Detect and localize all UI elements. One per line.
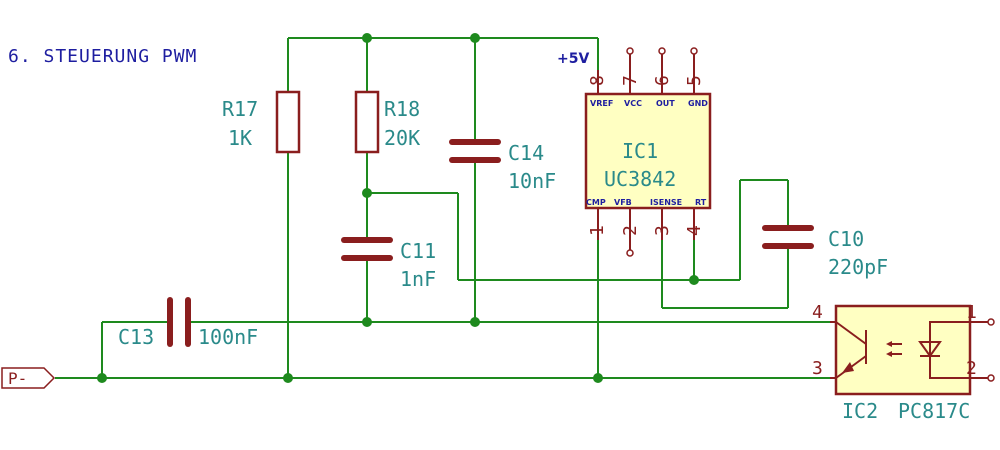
- ic2-ref: IC2: [842, 399, 878, 423]
- c14-value: 10nF: [508, 169, 556, 193]
- ic1-value: UC3842: [604, 167, 676, 191]
- ic1-pin-gnd: GND: [688, 99, 708, 108]
- ic1-pin-2-num: 2: [620, 225, 641, 236]
- port-p-minus: P-: [1, 367, 56, 389]
- ic1-pin-4-num: 4: [684, 225, 705, 236]
- r18-ref: R18: [384, 97, 420, 121]
- ic1-pin-8-num: 8: [587, 75, 608, 86]
- ic1-pin-isense: ISENSE: [650, 198, 682, 207]
- ic1-pin-vfb: VFB: [614, 198, 632, 207]
- r17-ref: R17: [222, 97, 258, 121]
- c11-value: 1nF: [400, 267, 436, 291]
- ic1-pin-vref: VREF: [590, 99, 613, 108]
- ic2-pc817c: 4 3 1 2 IC2 PC817C: [812, 302, 995, 423]
- led-symbol: [918, 321, 970, 379]
- ic1-pin-vcc: VCC: [624, 99, 642, 108]
- capacitor-c10: C10 220pF: [762, 225, 888, 279]
- capacitor-c14: C14 10nF: [449, 139, 556, 193]
- ic2-pin-4-num: 4: [812, 302, 823, 323]
- resistor-r18: R18 20K: [354, 90, 420, 154]
- c13-value: 100nF: [198, 325, 258, 349]
- wires: [55, 37, 830, 379]
- resistor-r17: R17 1K: [222, 90, 301, 154]
- r18-value: 20K: [384, 126, 420, 150]
- c10-ref: C10: [828, 227, 864, 251]
- c13-ref: C13: [118, 325, 154, 349]
- ic1-uc3842: 8 7 6 5 1 2 3 4 VREF VCC OUT GND CMP VFB…: [584, 47, 712, 257]
- junctions: [97, 33, 699, 383]
- ic1-pin-out: OUT: [656, 99, 675, 108]
- ic2-value: PC817C: [898, 399, 970, 423]
- ic1-pin-5-num: 5: [684, 75, 705, 86]
- ic1-pin-1-num: 1: [587, 225, 608, 236]
- ic1-pin-3-num: 3: [652, 225, 673, 236]
- capacitor-c11: C11 1nF: [341, 237, 436, 291]
- ic1-ref: IC1: [622, 139, 658, 163]
- schematic-title: 6. STEUERUNG PWM: [8, 46, 197, 67]
- port-p-minus-label: P-: [8, 369, 27, 388]
- phototransistor-symbol: [835, 321, 867, 379]
- r17-value: 1K: [228, 126, 252, 150]
- ic1-pin-7-num: 7: [620, 75, 641, 86]
- power-label-5v: +5V: [557, 51, 589, 67]
- ic1-pin-6-num: 6: [652, 75, 673, 86]
- c14-ref: C14: [508, 141, 544, 165]
- c10-value: 220pF: [828, 255, 888, 279]
- c11-ref: C11: [400, 239, 436, 263]
- ic2-pin-1-num: 1: [966, 302, 977, 323]
- capacitor-c13: C13 100nF: [118, 297, 258, 349]
- light-arrows: [886, 341, 902, 357]
- ic2-pin-3-num: 3: [812, 358, 823, 379]
- ic2-pin-2-num: 2: [966, 358, 977, 379]
- ic1-pin-rt: RT: [695, 198, 707, 207]
- ic1-pin-cmp: CMP: [586, 198, 606, 207]
